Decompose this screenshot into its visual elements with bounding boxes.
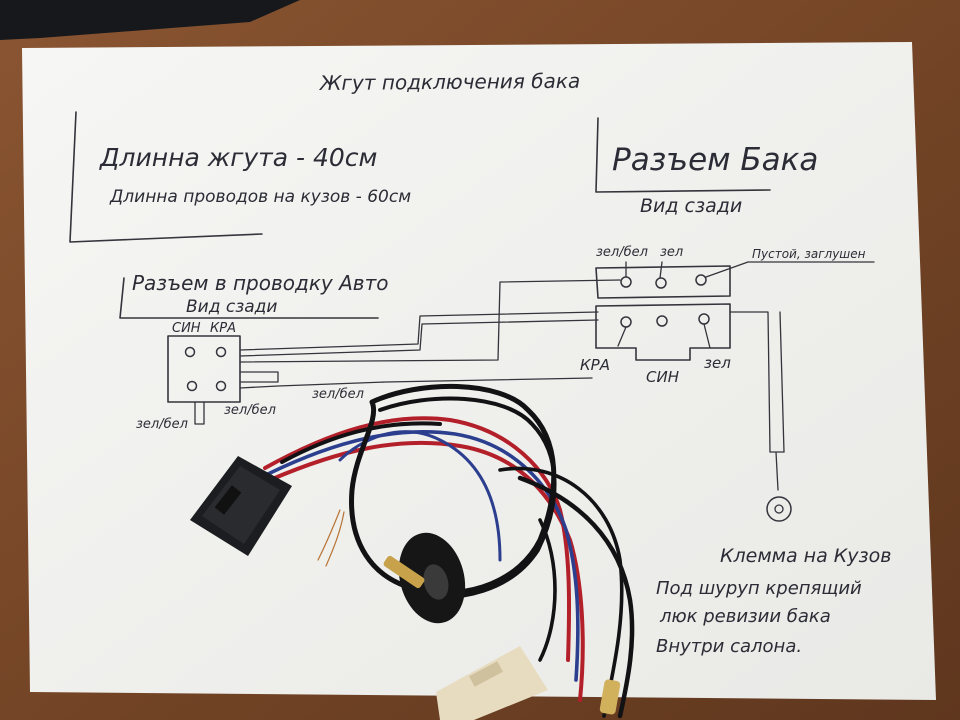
tank-label-zel-top: зел — [660, 245, 683, 260]
car-label-sin: СИН — [172, 321, 201, 336]
harness-length-text: Длинна жгута - 40см — [99, 143, 377, 172]
ground-note-1: Под шуруп крепящий — [656, 578, 862, 599]
sheet-title: Жгут подключения бака — [318, 69, 580, 95]
tank-label-empty: Пустой, заглушен — [752, 247, 866, 261]
tank-label-zelbel: зел/бел — [596, 245, 648, 260]
tank-label-sin: СИН — [646, 368, 679, 386]
cable-end-terminal — [599, 679, 621, 715]
tank-label-zel: зел — [704, 354, 731, 372]
wire-harness — [263, 383, 635, 719]
brass-terminal — [383, 555, 425, 589]
rubber-grommet — [398, 532, 466, 624]
car-label-zelbel-right: зел/бел — [224, 403, 276, 418]
paper-sheet — [22, 42, 936, 700]
car-label-kra: КРА — [210, 321, 236, 336]
tank-connector-title: Разъем Бака — [612, 142, 818, 178]
dark-device-corner — [0, 0, 300, 40]
tank-connector-subtitle: Вид сзади — [640, 195, 742, 217]
black-connector-plug — [190, 456, 292, 556]
car-connector-title: Разъем в проводку Авто — [132, 271, 388, 295]
tank-title-bracket — [595, 117, 771, 193]
ground-note-2: люк ревизии бака — [659, 606, 831, 627]
white-connector-plug — [436, 646, 548, 720]
car-connector-subtitle: Вид сзади — [186, 297, 277, 317]
diagram-wires — [239, 279, 792, 522]
ground-title: Клемма на Кузов — [720, 545, 891, 567]
car-title-bracket — [119, 277, 379, 319]
car-connector-diagram — [167, 335, 241, 425]
left-box-bracket — [69, 111, 263, 243]
ground-note-3: Внутри салона. — [656, 636, 802, 657]
tank-label-kra: КРА — [580, 356, 610, 374]
tank-connector-diagram — [595, 261, 875, 361]
wires-length-text: Длинна проводов на кузов - 60см — [109, 187, 411, 207]
car-label-zelbel-wire: зел/бел — [312, 387, 364, 402]
car-label-zelbel-left: зел/бел — [136, 417, 188, 432]
